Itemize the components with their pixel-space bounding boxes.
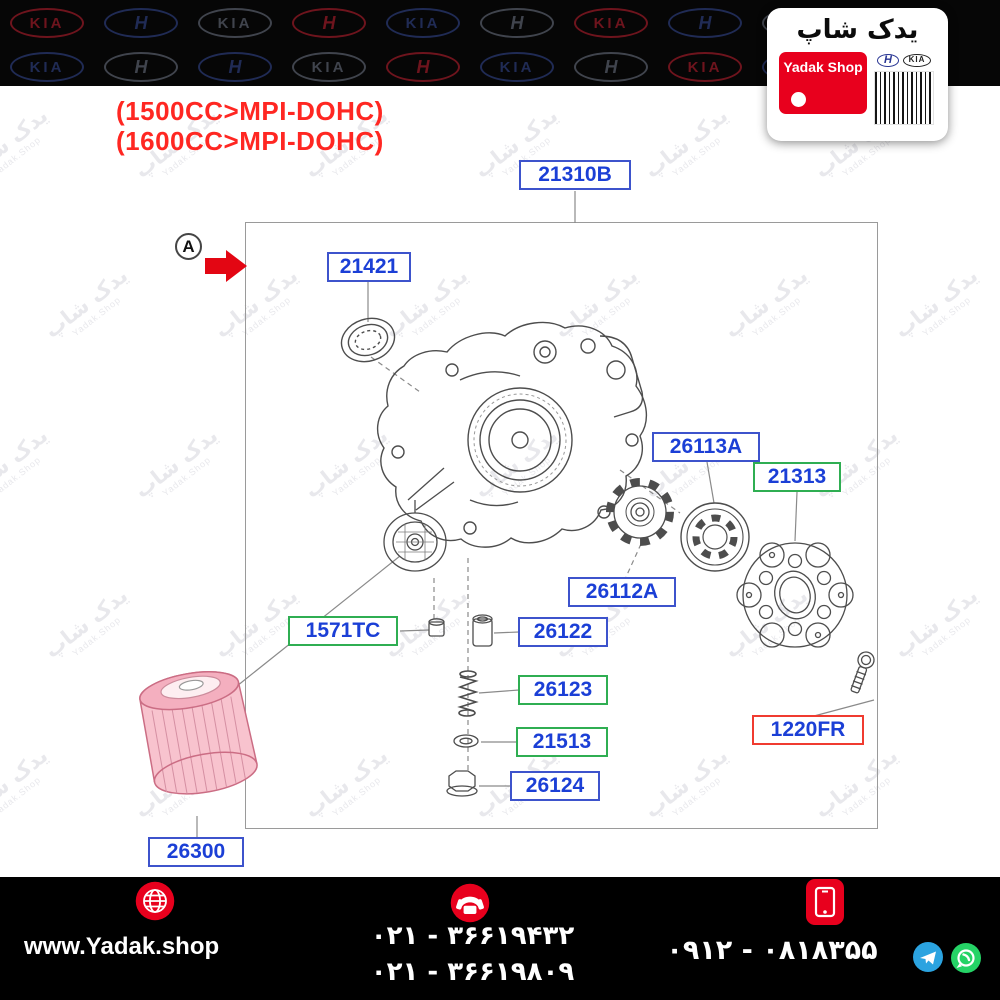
part-label-26300[interactable]: 26300 [148,837,244,867]
kia-logo: KIA [292,52,366,82]
brand-title: یدک شاپ [796,15,919,45]
hyundai-logo: H [668,8,742,38]
hyundai-logo: H [574,52,648,82]
logo-dot [791,92,806,107]
hyundai-logo: H [104,52,178,82]
phone-number-2[interactable]: ۰۲۱ - ۳۶۶۱۹۸۰۹ [370,957,575,987]
part-label-21421[interactable]: 21421 [327,252,411,282]
yadak-shop-logo-text: Yadak Shop [783,59,863,75]
part-label-26112A[interactable]: 26112A [568,577,676,607]
kia-logo: KIA [480,52,554,82]
engine-specs: (1500CC>MPI-DOHC) (1600CC>MPI-DOHC) [116,96,384,156]
hyundai-logo: H [198,52,272,82]
diagram-frame [245,222,878,829]
globe-icon [135,881,175,921]
yadak-shop-logo: Yadak Shop [779,52,867,114]
kia-logo: KIA [903,53,931,67]
engine-spec-1500: (1500CC>MPI-DOHC) [116,96,384,126]
phone-number-1[interactable]: ۰۲۱ - ۳۶۶۱۹۴۳۲ [370,921,575,951]
part-label-21310B[interactable]: 21310B [519,160,631,190]
footer: www.Yadak.shop ۰۲۱ - ۳۶۶۱۹۴۳۲ ۰۲۱ - ۳۶۶۱… [0,877,1000,1000]
part-label-21313[interactable]: 21313 [753,462,841,492]
part-label-1571TC[interactable]: 1571TC [288,616,398,646]
mobile-number[interactable]: ۰۹۱۲ - ۰۸۱۸۳۵۵ [666,935,878,966]
hyundai-logo: H [480,8,554,38]
kia-logo: KIA [198,8,272,38]
part-label-26123[interactable]: 26123 [518,675,608,705]
mobile-icon [806,879,844,925]
phone-icon [450,883,490,923]
hyundai-logo: H [386,52,460,82]
view-a-marker: A [175,233,202,260]
part-label-1220FR[interactable]: 1220FR [752,715,864,745]
kia-logo: KIA [574,8,648,38]
hyundai-logo: H [292,8,366,38]
part-label-26124[interactable]: 26124 [510,771,600,801]
barcode [874,71,934,125]
kia-logo: KIA [10,8,84,38]
kia-logo: KIA [668,52,742,82]
hyundai-logo: H [104,8,178,38]
hyundai-logo: H [877,53,899,67]
whatsapp-icon[interactable] [950,942,982,974]
part-label-21513[interactable]: 21513 [516,727,608,757]
brand-card: یدک شاپ Yadak Shop H KIA [767,8,948,141]
kia-logo: KIA [386,8,460,38]
part-label-26122[interactable]: 26122 [518,617,608,647]
kia-logo: KIA [10,52,84,82]
telegram-icon[interactable] [912,941,944,973]
website-link[interactable]: www.Yadak.shop [24,933,220,960]
engine-spec-1600: (1600CC>MPI-DOHC) [116,126,384,156]
view-arrow-icon [205,250,247,282]
part-label-26113A[interactable]: 26113A [652,432,760,462]
oil-filter [139,671,258,795]
